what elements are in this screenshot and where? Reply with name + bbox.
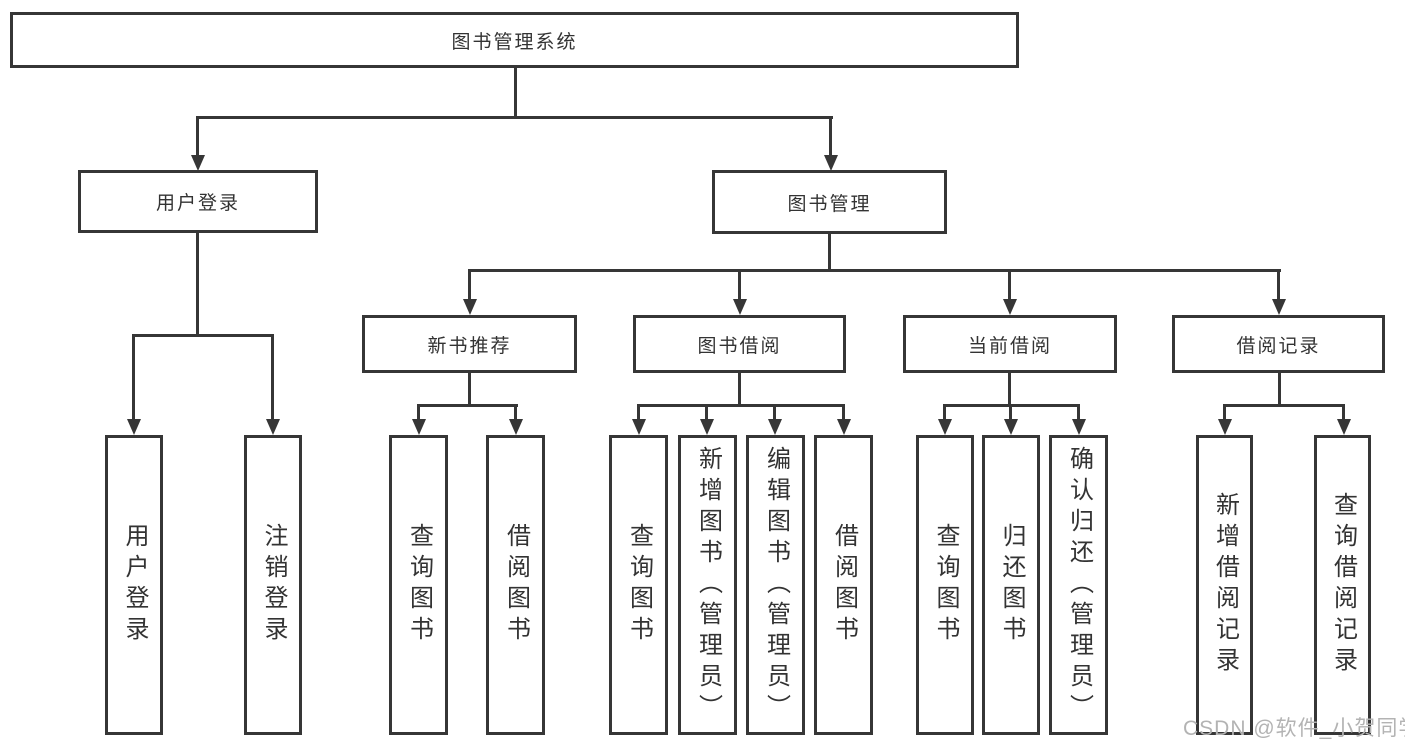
edge-to-leaf-bb-borrow — [842, 404, 845, 421]
edge-root-to-book-management — [829, 116, 832, 156]
leaf-rec-borrow-books-label: 借阅图书 — [502, 523, 530, 647]
arrowhead-down-icon — [266, 419, 280, 435]
edge-to-leaf-cb-query — [943, 404, 946, 421]
arrowhead-down-icon — [632, 419, 646, 435]
edge-recommend-crossbar — [417, 404, 518, 407]
edge-user-login-crossbar — [132, 334, 274, 337]
leaf-logout-label: 注销登录 — [260, 523, 287, 647]
arrowhead-down-icon — [938, 419, 952, 435]
arrowhead-down-icon — [1218, 419, 1232, 435]
leaf-cb-return-books-label: 归还图书 — [998, 523, 1025, 647]
edge-to-leaf-cb-confirm — [1077, 404, 1080, 421]
node-book-borrowing-label: 图书借阅 — [697, 335, 782, 357]
csdn-watermark: CSDN @软件_小贺同学 — [1183, 717, 1405, 740]
node-borrowing-records: 借阅记录 — [1172, 315, 1385, 373]
node-book-management: 图书管理 — [712, 170, 947, 234]
leaf-cb-return-books: 归还图书 — [982, 435, 1040, 735]
edge-root-trunk — [514, 68, 517, 117]
leaf-bb-add-books: 新增图书（管理员） — [678, 435, 737, 735]
arrowhead-down-icon — [509, 419, 523, 435]
leaf-logout: 注销登录 — [244, 435, 302, 735]
node-root: 图书管理系统 — [10, 12, 1019, 68]
edge-borrowing-trunk — [738, 373, 741, 407]
edge-to-leaf-br-query — [1342, 404, 1345, 421]
leaf-bb-add-books-label: 新增图书（管理员） — [694, 445, 722, 725]
leaf-br-query-record: 查询借阅记录 — [1314, 435, 1371, 735]
node-new-book-recommend-label: 新书推荐 — [427, 335, 512, 357]
leaf-cb-query-books-label: 查询图书 — [932, 523, 959, 647]
edge-to-leaf-br-add — [1223, 404, 1226, 421]
node-borrowing-records-label: 借阅记录 — [1236, 335, 1321, 357]
edge-to-new-book-recommend — [468, 269, 471, 300]
node-current-borrowing: 当前借阅 — [903, 315, 1117, 373]
leaf-bb-edit-books-label: 编辑图书（管理员） — [762, 445, 790, 725]
edge-borrowing-crossbar — [637, 404, 845, 407]
edge-records-crossbar — [1223, 404, 1344, 407]
node-user-login-label: 用户登录 — [155, 193, 240, 214]
edge-to-leaf-bb-query — [637, 404, 640, 421]
edge-to-leaf-logout — [271, 334, 274, 420]
arrowhead-down-icon — [191, 155, 205, 171]
arrowhead-down-icon — [127, 419, 141, 435]
edge-to-book-borrowing — [738, 269, 741, 300]
edge-to-leaf-bb-add — [705, 404, 708, 421]
edge-to-borrowing-records — [1277, 269, 1280, 300]
edge-to-leaf-user-login — [132, 334, 135, 420]
leaf-bb-borrow-books-label: 借阅图书 — [830, 523, 858, 647]
leaf-cb-confirm-return-label: 确认归还（管理员） — [1065, 445, 1093, 725]
leaf-br-query-record-label: 查询借阅记录 — [1329, 492, 1357, 678]
leaf-bb-borrow-books: 借阅图书 — [814, 435, 873, 735]
node-current-borrowing-label: 当前借阅 — [967, 335, 1052, 357]
leaf-rec-query-books-label: 查询图书 — [405, 523, 433, 647]
arrowhead-down-icon — [768, 419, 782, 435]
arrowhead-down-icon — [1072, 419, 1086, 435]
edge-to-leaf-bb-edit — [773, 404, 776, 421]
arrowhead-down-icon — [824, 155, 838, 171]
edge-to-leaf-rec-query — [417, 404, 420, 421]
arrowhead-down-icon — [837, 419, 851, 435]
leaf-cb-query-books: 查询图书 — [916, 435, 974, 735]
node-book-borrowing: 图书借阅 — [633, 315, 846, 373]
arrowhead-down-icon — [463, 299, 477, 315]
edge-recommend-trunk — [468, 373, 471, 407]
edge-to-current-borrowing — [1008, 269, 1011, 300]
arrowhead-down-icon — [1003, 299, 1017, 315]
edge-records-trunk — [1278, 373, 1281, 407]
node-user-login: 用户登录 — [78, 170, 318, 233]
arrowhead-down-icon — [1337, 419, 1351, 435]
leaf-bb-edit-books: 编辑图书（管理员） — [746, 435, 805, 735]
leaf-user-login-label: 用户登录 — [121, 523, 148, 647]
arrowhead-down-icon — [733, 299, 747, 315]
node-root-label: 图书管理系统 — [451, 31, 578, 53]
arrowhead-down-icon — [700, 419, 714, 435]
edge-to-leaf-rec-borrow — [514, 404, 517, 421]
leaf-br-add-record-label: 新增借阅记录 — [1211, 492, 1239, 678]
node-book-management-label: 图书管理 — [787, 193, 872, 215]
leaf-user-login: 用户登录 — [105, 435, 163, 735]
leaf-bb-query-books-label: 查询图书 — [625, 523, 653, 647]
node-new-book-recommend: 新书推荐 — [362, 315, 577, 373]
edge-book-management-crossbar — [468, 269, 1281, 272]
arrowhead-down-icon — [1272, 299, 1286, 315]
leaf-br-add-record: 新增借阅记录 — [1196, 435, 1253, 735]
edge-root-crossbar — [196, 116, 833, 119]
edge-user-login-trunk — [196, 233, 199, 337]
edge-book-management-trunk — [828, 234, 831, 272]
arrowhead-down-icon — [412, 419, 426, 435]
leaf-cb-confirm-return: 确认归还（管理员） — [1049, 435, 1108, 735]
leaf-rec-borrow-books: 借阅图书 — [486, 435, 545, 735]
arrowhead-down-icon — [1004, 419, 1018, 435]
edge-root-to-user-login — [196, 116, 199, 156]
edge-current-trunk — [1008, 373, 1011, 407]
leaf-rec-query-books: 查询图书 — [389, 435, 448, 735]
edge-to-leaf-cb-return — [1009, 404, 1012, 421]
leaf-bb-query-books: 查询图书 — [609, 435, 668, 735]
